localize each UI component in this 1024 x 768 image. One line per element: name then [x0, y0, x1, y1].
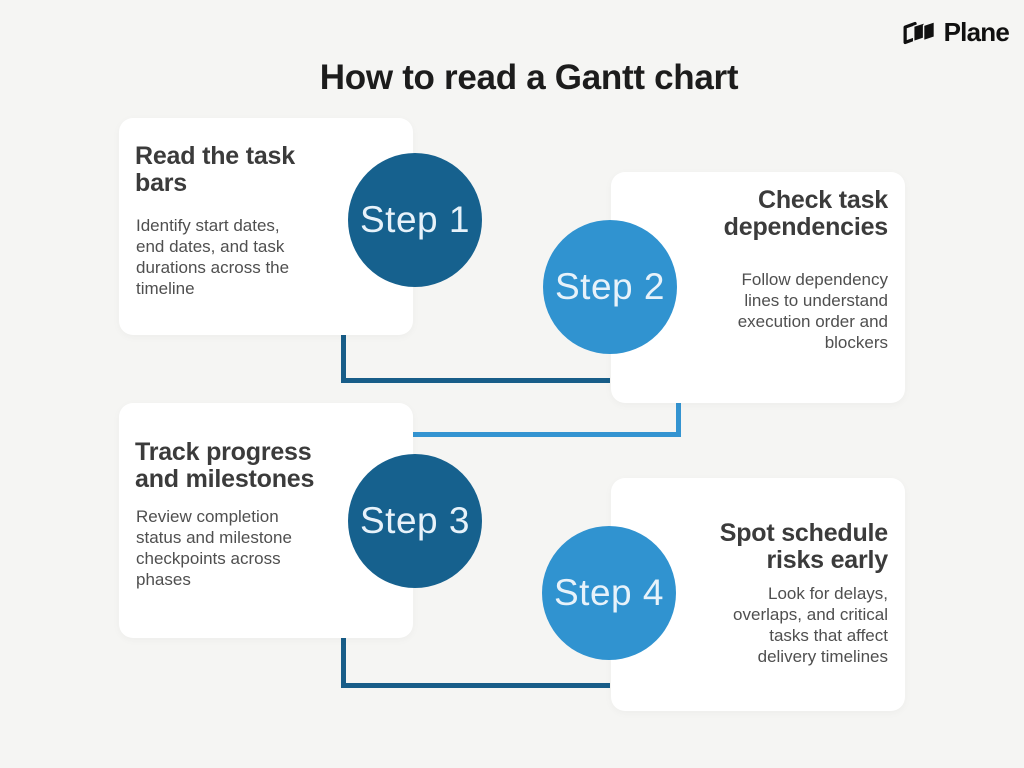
step4-card: Spot schedule risks early Look for delay… [611, 478, 905, 711]
page-title: How to read a Gantt chart [319, 58, 739, 97]
step3-badge: Step 3 [348, 454, 482, 588]
connector-card2-to-card3-horizontal [413, 432, 681, 437]
step3-heading: Track progress and milestones [135, 438, 315, 493]
step3-badge-label: Step 3 [360, 500, 470, 541]
plane-logo-text: Plane [943, 17, 1010, 47]
connector-card3-to-step4-horizontal [341, 683, 610, 688]
connector-card1-to-step2-vertical [341, 335, 346, 383]
step2-badge: Step 2 [543, 220, 677, 354]
step1-badge-label: Step 1 [360, 199, 470, 240]
plane-logo: Plane [902, 17, 1010, 48]
step1-card: Read the task bars Identify start dates,… [119, 118, 413, 335]
connector-card2-to-card3-vertical [676, 403, 681, 437]
step2-description: Follow dependency lines to understand ex… [737, 270, 888, 352]
step1-badge: Step 1 [348, 153, 482, 287]
step4-badge: Step 4 [542, 526, 676, 660]
step3-description: Review completion status and milestone c… [136, 507, 292, 589]
plane-logo-icon [903, 20, 935, 44]
step4-badge-label: Step 4 [554, 572, 664, 613]
step4-heading: Spot schedule risks early [719, 519, 888, 574]
step1-description: Identify start dates, end dates, and tas… [136, 216, 290, 298]
step4-description: Look for delays, overlaps, and critical … [733, 584, 888, 666]
connector-card1-to-step2-horizontal [341, 378, 610, 383]
connector-card3-to-step4-vertical [341, 638, 346, 688]
step1-heading: Read the task bars [135, 142, 295, 197]
step2-card: Check task dependencies Follow dependenc… [611, 172, 905, 403]
step2-badge-label: Step 2 [555, 266, 665, 307]
step2-heading: Check task dependencies [723, 186, 889, 241]
